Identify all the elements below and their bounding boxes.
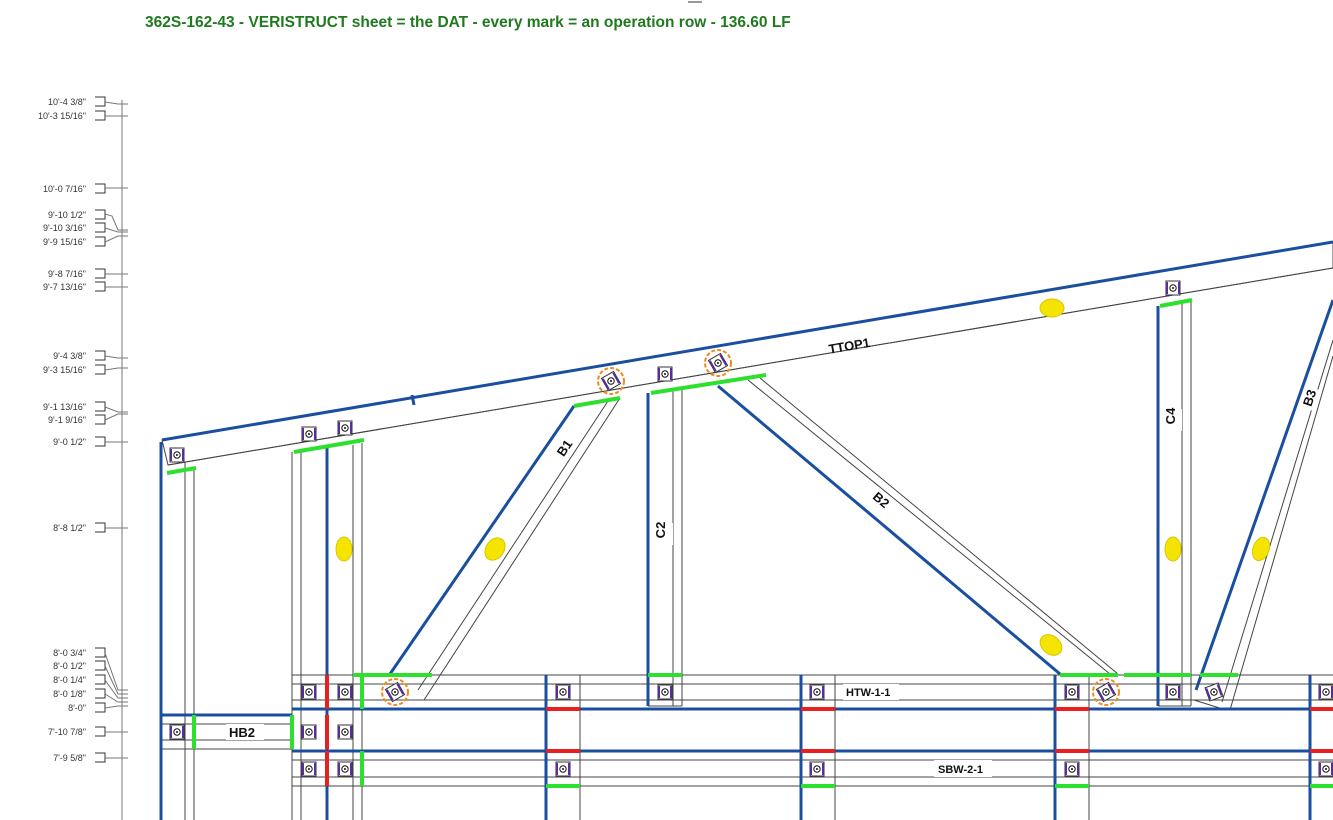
dimension-label: 9'-3 15/16" bbox=[43, 365, 86, 375]
dimension-label: 10'-3 15/16" bbox=[38, 111, 86, 121]
dimension-label: 9'-7 13/16" bbox=[43, 282, 86, 292]
label-hb2: HB2 bbox=[229, 725, 255, 740]
sheet-title: 362S-162-43 - VERISTRUCT sheet = the DAT… bbox=[145, 14, 791, 31]
dimension-label: 8'-0 1/4" bbox=[53, 675, 86, 685]
dimension-label: 7'-10 7/8" bbox=[48, 727, 86, 737]
dimension-label: 8'-0 3/4" bbox=[53, 648, 86, 658]
top-chord-ttop1 bbox=[161, 240, 1333, 466]
label-b3: B3 bbox=[1300, 388, 1320, 409]
end-post bbox=[159, 442, 195, 820]
member-labels: TTOP1 B1 B2 B3 C2 C4 HB2 HTW-1-1 SBW-2-1 bbox=[226, 326, 1321, 777]
bend-marks bbox=[381, 349, 1120, 706]
studs bbox=[544, 675, 1312, 820]
dimension-label: 9'-4 3/8" bbox=[53, 351, 86, 361]
notch-mark bbox=[410, 394, 416, 406]
dimension-label: 8'-0 1/8" bbox=[53, 689, 86, 699]
dimension-label: 9'-8 7/16" bbox=[48, 269, 86, 279]
dimension-label: 7'-9 5/8" bbox=[53, 753, 86, 763]
web-b1 bbox=[388, 397, 621, 701]
dimension-rail bbox=[95, 96, 128, 820]
dimension-label: 9'-1 13/16" bbox=[43, 402, 86, 412]
label-ttop1: TTOP1 bbox=[827, 335, 871, 357]
dimension-label: 9'-10 1/2" bbox=[48, 210, 86, 220]
web-c2 bbox=[646, 388, 683, 707]
dimension-label: 9'-10 3/16" bbox=[43, 223, 86, 233]
dimension-label: 9'-0 1/2" bbox=[53, 437, 86, 447]
label-c4: C4 bbox=[1163, 407, 1178, 424]
dimple-marks bbox=[335, 298, 1271, 656]
web-b2 bbox=[717, 377, 1119, 676]
dimension-label: 8'-0" bbox=[68, 703, 86, 713]
dimension-label: 8'-8 1/2" bbox=[53, 523, 86, 533]
label-c2: C2 bbox=[653, 522, 668, 539]
dimension-label: 10'-0 7/16" bbox=[43, 184, 86, 194]
stop-marks bbox=[325, 675, 1333, 786]
web-c4 bbox=[1156, 300, 1192, 707]
dimension-label: 8'-0 1/2" bbox=[53, 661, 86, 671]
label-htw: HTW-1-1 bbox=[846, 687, 890, 699]
dimension-label: 9'-9 15/16" bbox=[43, 237, 86, 247]
dimension-label: 10'-4 3/8" bbox=[48, 97, 86, 107]
dimension-label: 9'-1 9/16" bbox=[48, 415, 86, 425]
cut-marks bbox=[166, 298, 1333, 788]
web-b3 bbox=[1193, 299, 1333, 711]
label-sbw: SBW-2-1 bbox=[938, 764, 983, 776]
